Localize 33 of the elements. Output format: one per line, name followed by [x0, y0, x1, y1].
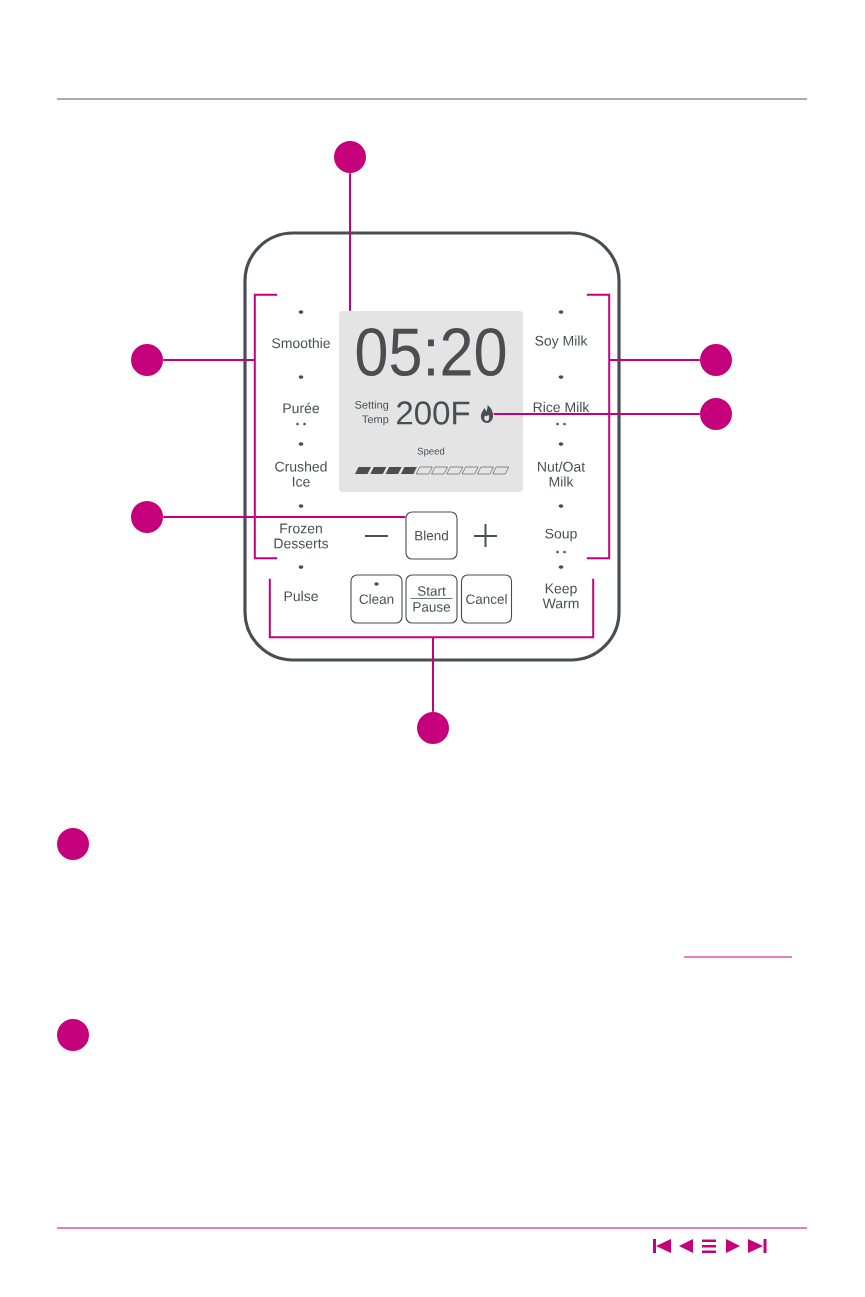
callout-circle — [417, 712, 449, 744]
leader-line — [349, 172, 351, 312]
bracket — [268, 577, 595, 639]
callout-circle — [334, 141, 366, 173]
leader-line — [492, 413, 701, 415]
button: Start Pause — [405, 574, 458, 624]
leader-line — [432, 636, 434, 713]
leader-line — [162, 516, 407, 518]
button: Blend — [405, 511, 458, 560]
lcd-display — [339, 311, 523, 492]
control-panel — [243, 231, 621, 662]
temperature-readout: 200F — [397, 401, 470, 425]
display-label: Setting Temp — [355, 400, 389, 426]
callout-circle — [57, 828, 89, 860]
callout-circle — [131, 344, 163, 376]
leader-line — [608, 359, 701, 361]
callout-circle — [57, 1019, 89, 1051]
callout-circle — [700, 344, 732, 376]
program-label: Rice Milk — [533, 401, 590, 413]
callout-circle — [700, 398, 732, 430]
button: Clean — [350, 574, 403, 624]
leader-line — [162, 359, 256, 361]
program-label: Frozen Desserts — [274, 523, 329, 549]
program-label: Pulse — [284, 590, 318, 602]
program-label: Keep Warm — [542, 583, 579, 609]
button: Cancel — [460, 574, 513, 624]
program-label: Crushed Ice — [275, 461, 327, 487]
program-label: Soy Milk — [535, 335, 588, 349]
callout-circle — [131, 501, 163, 533]
display-label: Speed — [417, 447, 445, 457]
flame-icon — [480, 405, 494, 423]
program-label: Smoothie — [272, 337, 330, 349]
time-readout: 05:20 — [356, 327, 506, 377]
